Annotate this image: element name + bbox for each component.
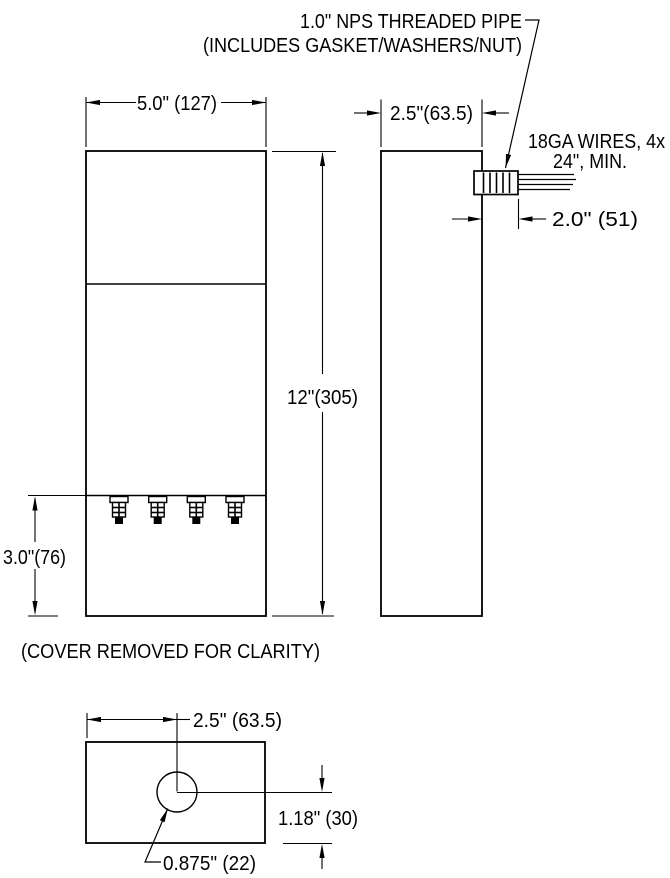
arrowhead [518, 216, 533, 222]
terminal [109, 495, 129, 524]
hole-to-edge-dimension: 1.18" (30) [278, 765, 358, 869]
threaded-pipe [473, 170, 519, 196]
pipe-callout-line1: 1.0" NPS THREADED PIPE [300, 11, 522, 33]
arrowhead [163, 716, 177, 723]
arrowhead [159, 808, 168, 823]
leader-line [144, 808, 169, 863]
front-view [28, 150, 267, 617]
side-depth-dimension: 2.5"(63.5) [354, 99, 509, 147]
front-height-dimension: 12"(305) [272, 150, 358, 617]
arrowhead [367, 110, 381, 116]
front-view-enclosure [85, 150, 267, 617]
pipe-length-dim-text: 2.0" (51) [552, 209, 638, 231]
arrowhead [319, 601, 326, 615]
front-width-dimension: 5.0" (127) [85, 93, 267, 147]
leader-line [504, 19, 540, 169]
terminal [186, 495, 207, 524]
pipe-callout: 1.0" NPS THREADED PIPE (INCLUDES GASKET/… [203, 11, 540, 169]
pipe-callout-line2: (INCLUDES GASKET/WASHERS/NUT) [203, 35, 522, 57]
arrowhead [468, 216, 482, 222]
arrowhead [505, 153, 512, 168]
arrowhead [319, 778, 325, 792]
arrowhead [32, 601, 38, 615]
wires [518, 173, 576, 191]
bottom-view [85, 713, 332, 844]
wires-callout-line2: 24", MIN. [553, 151, 627, 173]
side-view-enclosure [380, 150, 483, 617]
terminal-section-dim-text: 3.0"(76) [3, 547, 66, 569]
arrowhead [86, 99, 100, 106]
pipe-length-dimension: 2.0" (51) [452, 199, 638, 231]
side-depth-dim-text: 2.5"(63.5) [390, 103, 473, 125]
front-height-dim-text: 12"(305) [287, 387, 358, 409]
arrowhead [319, 844, 325, 858]
terminal-section-dimension: 3.0"(76) [3, 496, 66, 617]
arrowhead [87, 716, 101, 723]
arrowhead [482, 110, 496, 116]
hole-diameter-callout: 0.875" (22) [144, 808, 256, 875]
arrowhead [252, 99, 266, 106]
hole-to-edge-dim-text: 1.18" (30) [278, 808, 358, 830]
arrowhead [32, 496, 38, 511]
wires-callout-line1: 18GA WIRES, 4x [528, 131, 665, 153]
terminal [147, 495, 168, 524]
hole-offset-dimension: 2.5" (63.5) [86, 710, 282, 738]
cover-note-text: (COVER REMOVED FOR CLARITY) [21, 641, 320, 663]
front-width-dim-text: 5.0" (127) [137, 93, 217, 115]
hole-offset-dim-text: 2.5" (63.5) [193, 710, 282, 732]
arrowhead [319, 152, 326, 166]
hole-diameter-dim-text: 0.875" (22) [163, 853, 256, 875]
wires-callout: 18GA WIRES, 4x 24", MIN. [528, 131, 665, 173]
terminal [225, 495, 245, 524]
side-view [380, 150, 576, 617]
